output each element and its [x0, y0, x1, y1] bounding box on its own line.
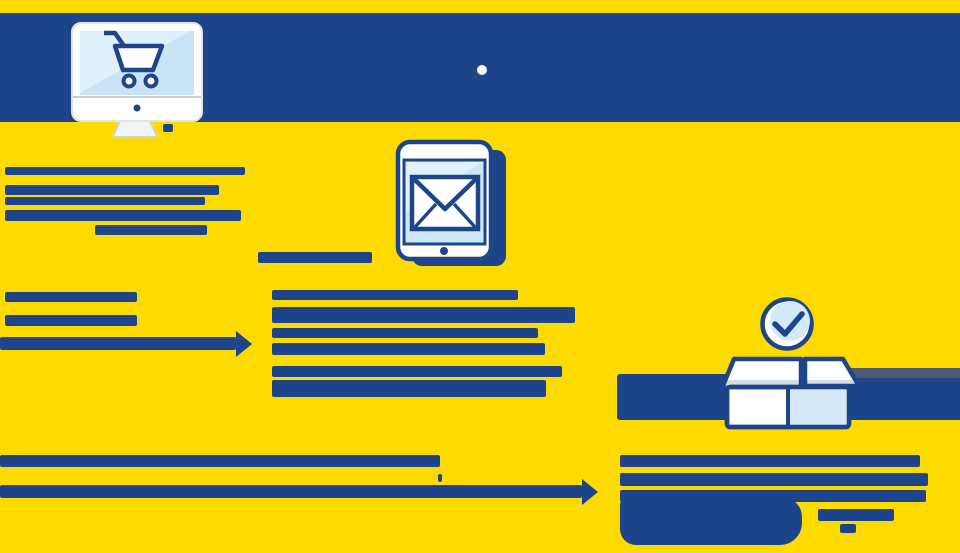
bottom-connector-bar	[0, 455, 440, 467]
middle-paragraph-bar	[272, 307, 575, 323]
open-box-glyph	[719, 356, 862, 430]
left-step-label-bar	[5, 292, 137, 302]
left-step-label-bar	[5, 315, 137, 326]
smartphone-email-icon	[395, 139, 506, 266]
phone-home-dot	[440, 247, 448, 255]
check-circle-glyph	[760, 297, 814, 351]
desktop-shopping-cart-icon	[71, 22, 203, 138]
delivery-band-shadow	[850, 368, 960, 378]
intro-paragraph-bar	[95, 225, 207, 235]
intro-paragraph-bar	[5, 185, 219, 195]
right-paragraph-bar	[620, 455, 920, 467]
bottom-connector-arrowhead-icon	[582, 478, 598, 505]
envelope-glyph	[409, 174, 481, 232]
monitor-power-dot	[133, 104, 141, 112]
right-paragraph-bar	[840, 524, 856, 533]
intro-paragraph-bar	[5, 197, 205, 205]
intro-paragraph-bar	[5, 210, 241, 221]
middle-paragraph-bar	[272, 343, 545, 355]
header-dot	[477, 65, 487, 75]
middle-paragraph-bar	[272, 290, 518, 300]
monitor-stand	[111, 120, 159, 138]
phone-caption-bar	[258, 252, 372, 263]
left-arrow-arrowhead-icon	[236, 330, 252, 357]
bottom-connector-bar	[438, 474, 442, 482]
open-box-check-icon	[719, 297, 862, 430]
right-paragraph-bar	[818, 509, 894, 521]
left-arrow-bar	[0, 337, 236, 350]
middle-paragraph-bar	[272, 328, 538, 338]
intro-paragraph-bar	[5, 167, 245, 175]
shopping-cart-glyph	[104, 30, 165, 89]
right-paragraph-bar	[620, 473, 928, 486]
monitor-stand-shadow-bar	[163, 124, 173, 132]
middle-paragraph-bar	[272, 366, 562, 377]
bottom-connector-bar	[0, 485, 582, 498]
middle-paragraph-bar	[272, 380, 546, 397]
right-paragraph-bar	[620, 497, 802, 545]
